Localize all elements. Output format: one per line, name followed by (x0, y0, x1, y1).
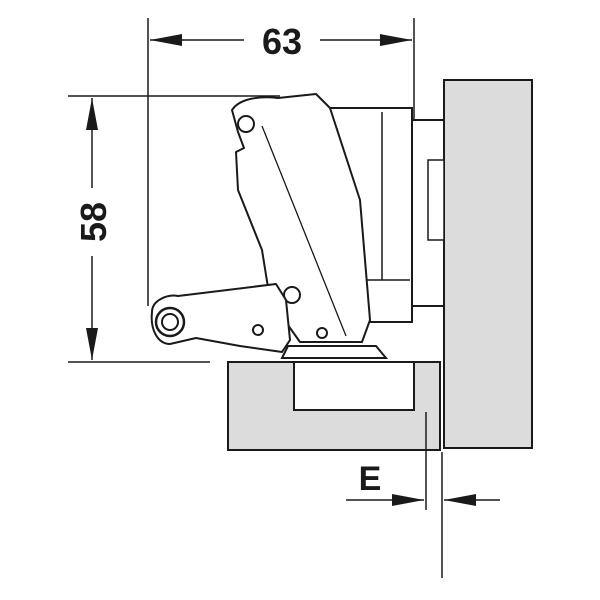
overlay-dimension-label: E (359, 460, 382, 498)
height-dimension: 58 (68, 95, 280, 363)
mounting-plate (411, 119, 445, 307)
arm-pivot-top (237, 115, 255, 133)
width-dimension: 63 (147, 18, 415, 306)
hinge-base-flange (280, 345, 389, 359)
height-dimension-label: 58 (73, 202, 114, 242)
link-pivot-inner (161, 313, 179, 331)
hinge-link-arm (150, 283, 291, 353)
arm-rivet (316, 327, 328, 339)
hinge-cup (293, 361, 415, 411)
overlay-dimension: E (346, 412, 500, 578)
width-dimension-label: 63 (262, 21, 302, 62)
hinge-arm (231, 93, 371, 343)
cabinet-side-panel (443, 79, 533, 449)
link-rivet (252, 324, 264, 336)
